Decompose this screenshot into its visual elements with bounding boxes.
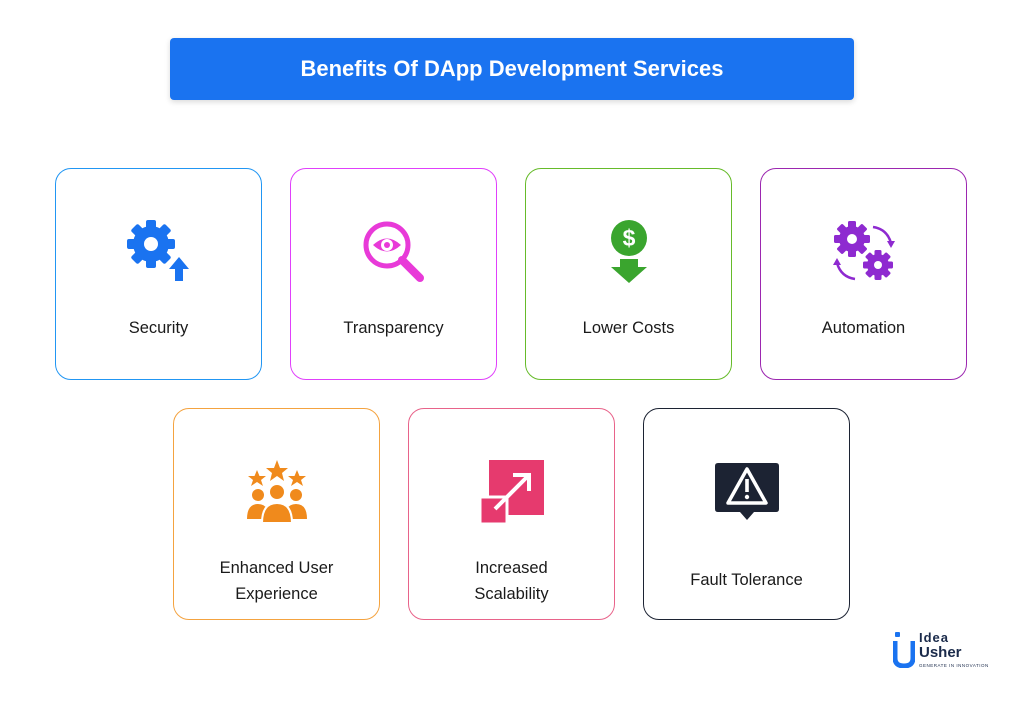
logo-word-usher: Usher	[919, 644, 962, 661]
magnifier-eye-icon	[359, 217, 429, 287]
page-title: Benefits Of DApp Development Services	[300, 56, 724, 81]
card-security: Security	[55, 168, 262, 380]
gears-cycle-icon	[829, 217, 899, 287]
card-label: Fault Tolerance	[690, 571, 803, 589]
card-lower-costs: $ Lower Costs	[525, 168, 732, 380]
rated-users-icon	[242, 457, 312, 527]
dollar-down-arrow-icon: $	[594, 217, 664, 287]
svg-text:$: $	[622, 225, 635, 251]
logo-mark-icon	[893, 632, 915, 668]
expand-arrow-icon	[477, 457, 547, 527]
card-label: Increased Scalability	[419, 555, 604, 607]
warning-sign-icon	[712, 457, 782, 527]
title-banner: Benefits Of DApp Development Services	[170, 38, 854, 100]
card-enhanced-user-experience: Enhanced User Experience	[173, 408, 380, 620]
card-increased-scalability: Increased Scalability	[408, 408, 615, 620]
gear-up-arrow-icon	[124, 217, 194, 287]
idea-usher-logo: Idea Usher GENERATE IN INNOVATION	[893, 630, 988, 672]
card-label: Enhanced User Experience	[184, 555, 369, 607]
card-transparency: Transparency	[290, 168, 497, 380]
card-fault-tolerance: Fault Tolerance	[643, 408, 850, 620]
card-label-line1: Increased	[475, 559, 548, 577]
card-label-line1: Enhanced User	[219, 559, 334, 577]
card-label: Automation	[821, 319, 906, 337]
card-automation: Automation	[760, 168, 967, 380]
card-label: Lower Costs	[582, 319, 675, 337]
card-label: Security	[128, 319, 189, 337]
logo-word-idea: Idea	[919, 630, 950, 645]
card-label-line2: Experience	[235, 585, 318, 603]
card-label-line2: Scalability	[474, 585, 549, 603]
logo-tagline: GENERATE IN INNOVATION	[919, 663, 989, 668]
card-label: Transparency	[343, 319, 444, 337]
